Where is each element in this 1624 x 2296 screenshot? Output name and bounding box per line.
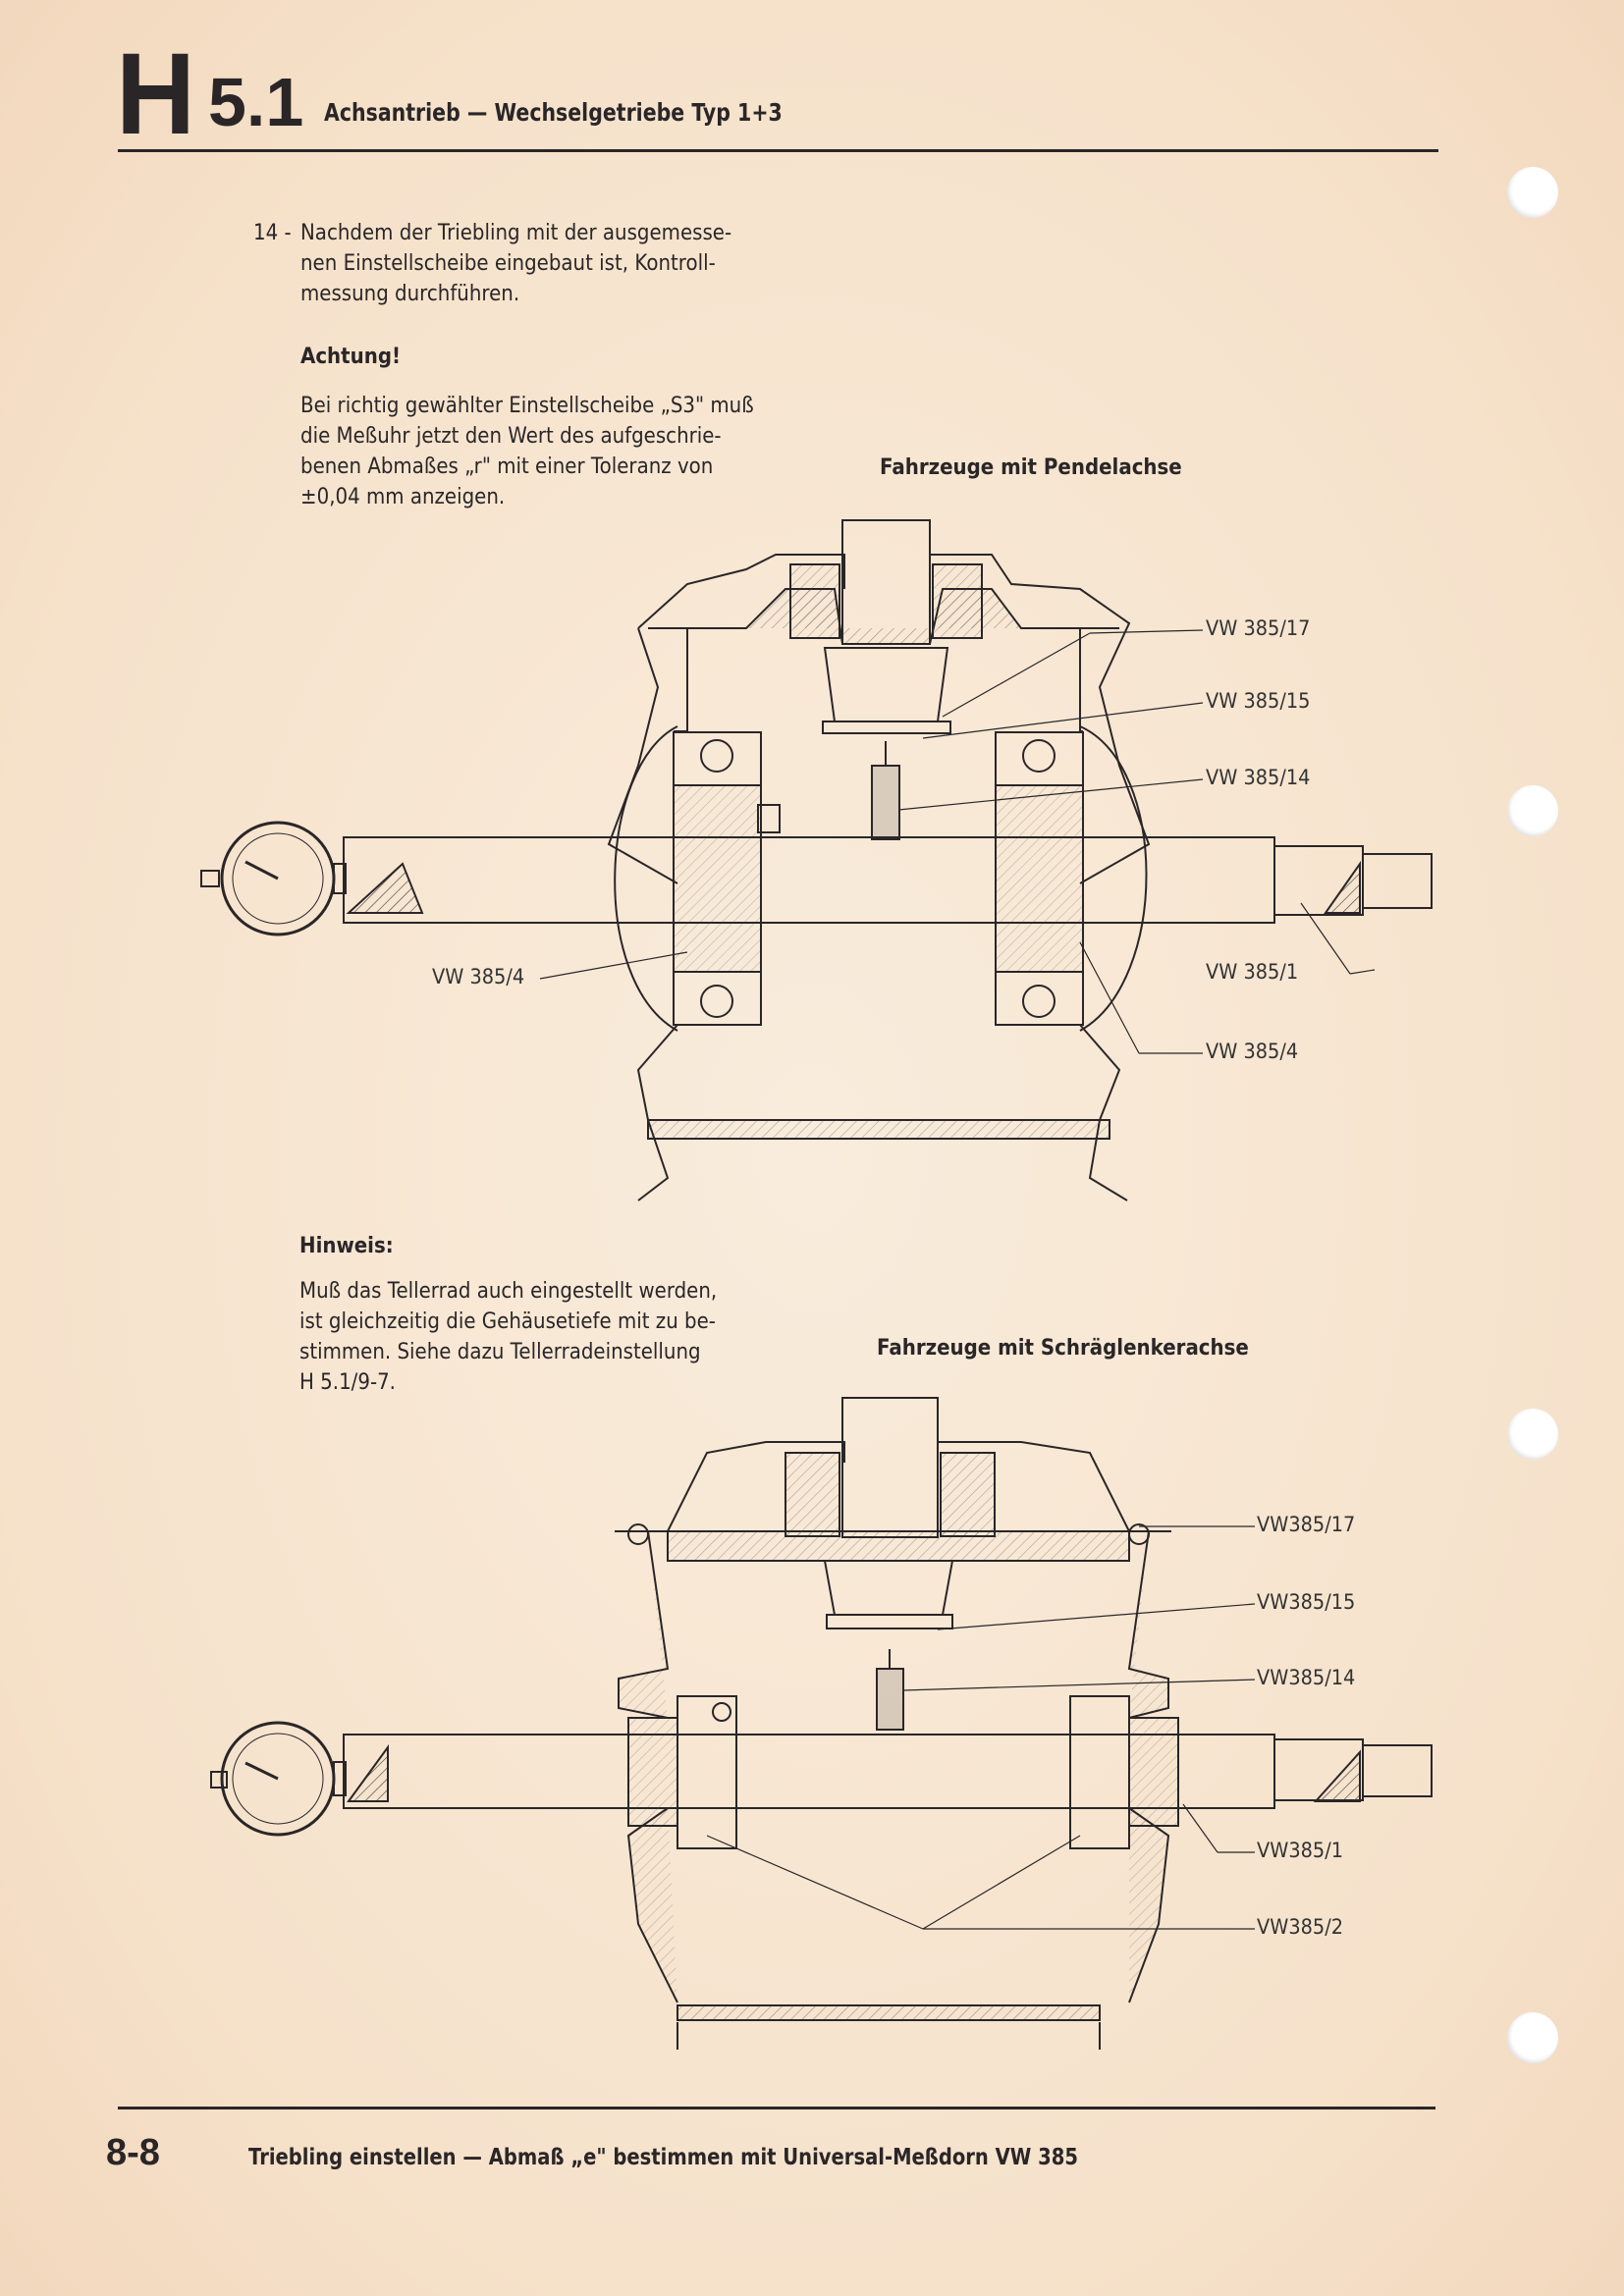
punch-hole <box>1507 1409 1558 1460</box>
text-line: stimmen. Siehe dazu Tellerradeinstellung <box>299 1340 701 1364</box>
text-line: ist gleichzeitig die Gehäusetiefe mit zu… <box>299 1309 716 1334</box>
punch-hole <box>1507 785 1558 836</box>
punch-hole <box>1507 2012 1558 2063</box>
header-rule <box>118 149 1438 152</box>
footer-title: Triebling einstellen — Abmaß „e" bestimm… <box>248 2145 1078 2170</box>
page-number: 8-8 <box>106 2132 160 2173</box>
callout-label: VW385/15 <box>1257 1590 1356 1614</box>
step-text: Nachdem der Triebling mit der ausgemesse… <box>300 218 804 309</box>
figure2-drawing <box>210 1397 1433 2050</box>
text-line: Nachdem der Triebling mit der ausgemesse… <box>300 221 732 245</box>
figure2-caption: Fahrzeuge mit Schräglenkerachse <box>877 1336 1249 1361</box>
text-line: benen Abmaßes „r" mit einer Toleranz von <box>300 454 714 479</box>
page-title: Achsantrieb — Wechselgetriebe Typ 1+3 <box>324 98 783 127</box>
text-line: nen Einstellscheibe eingebaut ist, Kontr… <box>300 251 716 276</box>
callout-label: VW385/14 <box>1257 1666 1356 1689</box>
figure1-drawing <box>200 519 1433 1201</box>
callout-label: VW 385/1 <box>1206 960 1299 984</box>
text-line: ±0,04 mm anzeigen. <box>300 485 506 509</box>
callout-label: VW 385/15 <box>1206 689 1311 713</box>
text-line: H 5.1/9-7. <box>299 1370 396 1395</box>
section-letter: H <box>116 29 195 159</box>
punch-hole <box>1507 167 1558 218</box>
text-line: Bei richtig gewählter Einstellscheibe „S… <box>300 394 754 418</box>
section-number: 5.1 <box>208 64 304 140</box>
callout-label: VW385/2 <box>1257 1915 1344 1939</box>
figure1-caption: Fahrzeuge mit Pendelachse <box>880 455 1182 480</box>
footer-rule <box>118 2107 1435 2109</box>
attention-text: Bei richtig gewählter Einstellscheibe „S… <box>300 391 804 512</box>
callout-label: VW385/1 <box>1257 1839 1344 1862</box>
text-line: messung durchführen. <box>300 282 520 306</box>
callout-label: VW 385/4 <box>432 965 525 988</box>
callout-label: VW 385/17 <box>1206 616 1311 640</box>
attention-heading: Achtung! <box>300 345 402 369</box>
text-line: die Meßuhr jetzt den Wert des aufgeschri… <box>300 424 722 449</box>
note-heading: Hinweis: <box>299 1234 394 1258</box>
step-number: 14 - <box>253 221 292 245</box>
text-line: Muß das Tellerrad auch eingestellt werde… <box>299 1279 718 1304</box>
callout-label: VW385/17 <box>1257 1513 1356 1536</box>
callout-label: VW 385/4 <box>1206 1040 1299 1063</box>
note-text: Muß das Tellerrad auch eingestellt werde… <box>299 1276 803 1398</box>
callout-label: VW 385/14 <box>1206 766 1311 789</box>
